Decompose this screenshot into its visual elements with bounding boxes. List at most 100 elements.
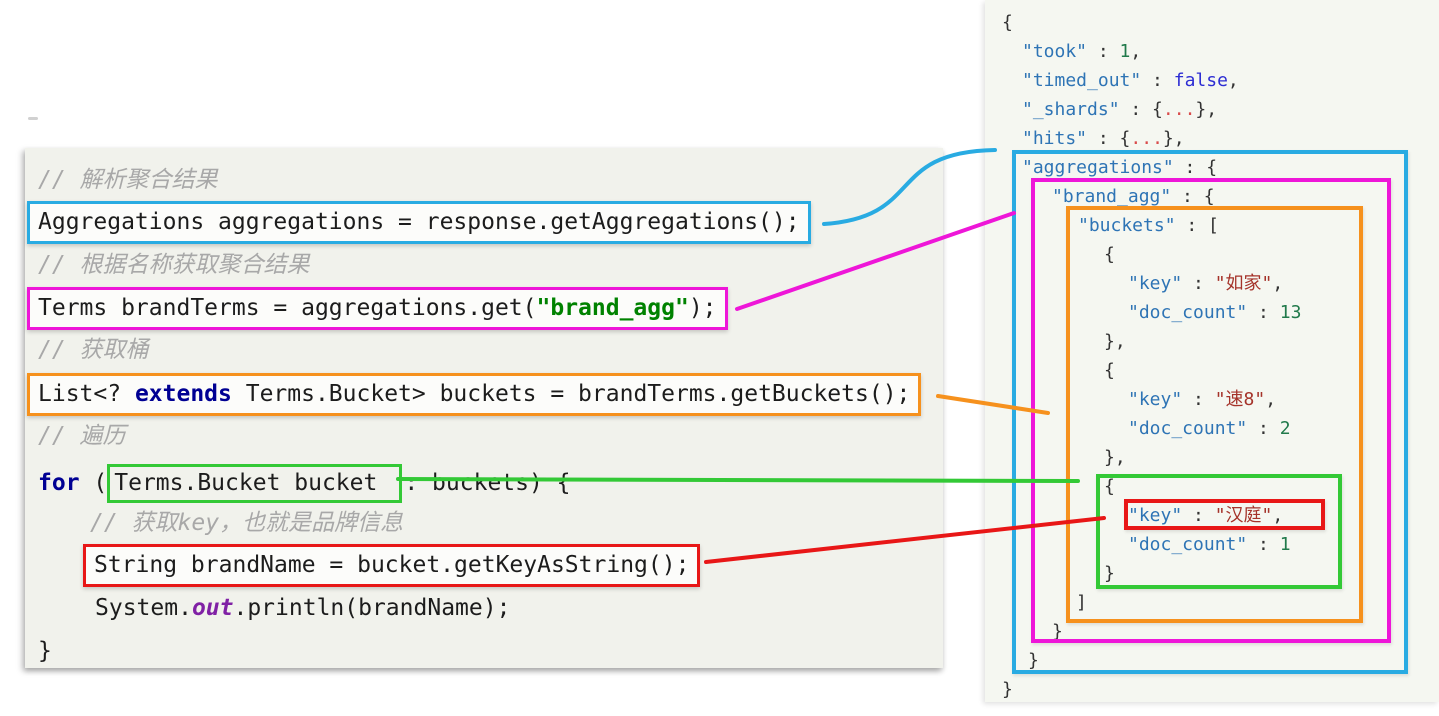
code-line-buckets: List<? extends Terms.Bucket> buckets = b… <box>27 373 922 416</box>
text-segment: // 获取桶 <box>38 337 149 363</box>
text-segment: "brand_agg" <box>1052 186 1172 207</box>
text-segment: 1 <box>1279 534 1291 555</box>
json-line: { <box>1104 240 1115 269</box>
text-segment: "took" <box>1022 41 1088 62</box>
text-segment: Aggregations aggregations = response.get… <box>38 209 800 235</box>
text-segment: "doc_count" <box>1128 302 1248 323</box>
text-segment: "key" <box>1128 273 1183 294</box>
json-line: { <box>1104 356 1115 385</box>
json-line: "key" : "汉庭", <box>1128 501 1283 530</box>
text-segment: "buckets" <box>1078 215 1176 236</box>
json-line: "key" : "如家", <box>1128 269 1283 298</box>
magenta-highlight-box: Terms brandTerms = aggregations.get("bra… <box>27 287 728 330</box>
text-segment: : <box>1087 41 1120 62</box>
text-segment: String brandName = bucket.getKeyAsString… <box>94 552 690 578</box>
json-line: "doc_count" : 13 <box>1128 298 1301 327</box>
text-segment: : <box>1247 534 1280 555</box>
text-segment: System. <box>95 595 192 621</box>
text-segment: List<? <box>38 381 135 407</box>
text-segment: : buckets) { <box>404 470 571 496</box>
text-segment: , <box>1227 70 1239 91</box>
text-segment: // 解析聚合结果 <box>38 167 218 193</box>
text-segment: ... <box>1162 99 1196 120</box>
text-segment: } <box>1104 563 1115 584</box>
text-segment: , <box>1130 41 1142 62</box>
code-comment-parse: // 解析聚合结果 <box>38 164 218 196</box>
text-segment: // 根据名称获取聚合结果 <box>38 252 310 278</box>
java-code-panel: // 解析聚合结果 Aggregations aggregations = res… <box>25 148 943 668</box>
text-segment: ( <box>79 470 108 496</box>
text-segment: "汉庭" <box>1214 505 1273 526</box>
text-segment: Terms.Bucket bucket <box>114 470 378 496</box>
text-segment: { <box>1104 244 1115 265</box>
text-segment: ] <box>1076 592 1087 613</box>
text-segment: { <box>1104 476 1115 497</box>
text-segment: // 获取key，也就是品牌信息 <box>90 510 404 536</box>
text-segment: false <box>1173 70 1228 91</box>
json-line: "doc_count" : 2 <box>1128 414 1291 443</box>
text-segment: "key" <box>1128 389 1183 410</box>
json-line: "key" : "速8", <box>1128 385 1276 414</box>
text-segment: : <box>1182 389 1215 410</box>
text-segment: } <box>38 638 52 664</box>
text-segment: }, <box>1162 128 1185 149</box>
json-line: }, <box>1104 327 1126 356</box>
code-line-aggregations: Aggregations aggregations = response.get… <box>27 201 811 244</box>
json-line: "brand_agg" : { <box>1052 182 1215 211</box>
cyan-highlight-box: Aggregations aggregations = response.get… <box>27 201 811 244</box>
text-segment: "hits" <box>1022 128 1088 149</box>
text-segment: "_shards" <box>1022 99 1120 120</box>
text-segment: : <box>1182 505 1215 526</box>
text-segment: { <box>1002 12 1013 33</box>
text-segment: }, <box>1104 331 1126 352</box>
text-segment: "brand_agg" <box>536 295 689 321</box>
text-segment: ); <box>688 295 717 321</box>
text-segment: "doc_count" <box>1128 534 1248 555</box>
stray-mark <box>28 117 38 120</box>
code-line-println: System.out.println(brandName); <box>95 592 510 624</box>
text-segment: for <box>38 470 80 496</box>
code-line-closebrace: } <box>38 635 52 667</box>
text-segment: }, <box>1195 99 1218 120</box>
json-line: }, <box>1104 443 1126 472</box>
text-segment: : [ <box>1175 215 1219 236</box>
text-segment: .println(brandName); <box>233 595 511 621</box>
text-segment: : <box>1182 273 1215 294</box>
text-segment: } <box>1052 621 1063 642</box>
code-line-brandname: String brandName = bucket.getKeyAsString… <box>83 544 701 587</box>
text-segment: : { <box>1173 157 1218 178</box>
green-highlight-box: Terms.Bucket bucket <box>107 464 403 503</box>
json-line: } <box>1002 675 1013 704</box>
text-segment: , <box>1272 273 1284 294</box>
json-line: ] <box>1076 588 1087 617</box>
orange-highlight-box: List<? extends Terms.Bucket> buckets = b… <box>27 373 922 416</box>
code-comment-byname: // 根据名称获取聚合结果 <box>38 249 310 281</box>
code-comment-getkey: // 获取key，也就是品牌信息 <box>90 507 403 539</box>
code-comment-foreach: // 遍历 <box>38 420 126 452</box>
code-line-for: for (Terms.Bucket bucket : buckets) { <box>38 464 571 503</box>
text-segment: "aggregations" <box>1022 157 1174 178</box>
text-segment: Terms brandTerms = aggregations.get( <box>38 295 537 321</box>
text-segment: : <box>1141 70 1174 91</box>
text-segment: ... <box>1130 128 1163 149</box>
text-segment: "timed_out" <box>1022 70 1142 91</box>
text-segment: } <box>1028 650 1039 671</box>
text-segment: } <box>1002 679 1013 700</box>
text-segment: // 遍历 <box>38 423 126 449</box>
code-line-terms: Terms brandTerms = aggregations.get("bra… <box>27 287 728 330</box>
text-segment: "doc_count" <box>1128 418 1248 439</box>
text-segment: : { <box>1119 99 1163 120</box>
text-segment: }, <box>1104 447 1126 468</box>
json-line: } <box>1104 559 1115 588</box>
red-highlight-box: String brandName = bucket.getKeyAsString… <box>83 544 701 587</box>
text-segment: 1 <box>1119 41 1131 62</box>
json-line: { <box>1104 472 1115 501</box>
text-segment: : <box>1247 418 1280 439</box>
text-segment: { <box>1104 360 1115 381</box>
json-line: { <box>1002 8 1013 37</box>
json-line: "doc_count" : 1 <box>1128 530 1291 559</box>
json-line: "hits" : {...}, <box>1022 124 1185 153</box>
text-segment: "如家" <box>1214 273 1273 294</box>
text-segment: "速8" <box>1214 389 1266 410</box>
